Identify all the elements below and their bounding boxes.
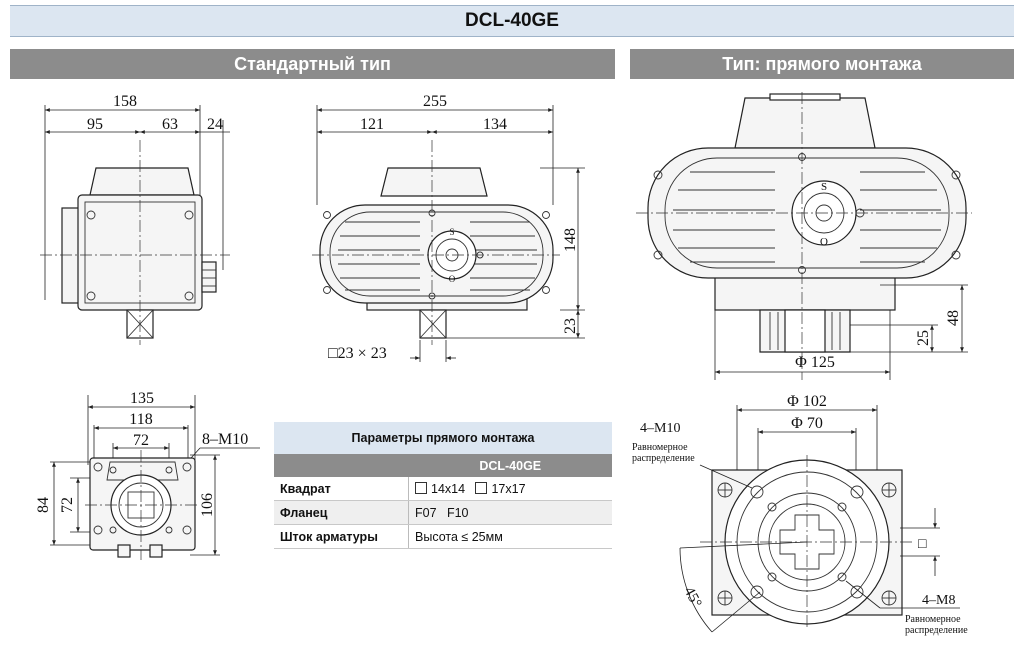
- section-header-standard: Стандартный тип: [10, 49, 615, 79]
- dim-158: 158: [113, 93, 137, 110]
- dim-square-symbol: □: [918, 537, 927, 552]
- dim-48: 48: [945, 310, 962, 326]
- square-option-2: 17x17: [491, 481, 526, 496]
- row-key: Фланец: [274, 500, 409, 525]
- dim-63: 63: [162, 116, 178, 133]
- dim-95: 95: [87, 116, 103, 133]
- view-side-standard: 158 95 63 24: [40, 93, 230, 345]
- dim-23: 23: [562, 318, 579, 334]
- dim-4-m10: 4–M10: [640, 421, 680, 436]
- dim-72-h: 72: [133, 432, 149, 449]
- dim-84: 84: [35, 497, 52, 513]
- dim-106: 106: [199, 493, 216, 517]
- knob-o-label-direct: O: [820, 236, 828, 248]
- view-front-standard: 255 121 134 148 23 S O: [312, 93, 585, 362]
- dim-8-m10: 8–M10: [202, 431, 248, 448]
- table-row-square: Квадрат 14x14 17x17: [274, 477, 612, 501]
- dim-24: 24: [207, 116, 223, 133]
- square-option-1: 14x14: [431, 481, 466, 496]
- view-bottom-standard: 135 118 72 8–M10 84 72 106: [35, 390, 260, 560]
- dim-45-deg: 45°: [680, 584, 704, 610]
- table-row-stem: Шток арматуры Высота ≤ 25мм: [274, 524, 612, 549]
- section-header-direct: Тип: прямого монтажа: [630, 49, 1014, 79]
- checkbox-icon: [415, 481, 427, 494]
- knob-o-label: O: [449, 274, 456, 284]
- dim-phi-125: Φ 125: [795, 354, 835, 371]
- table-title: Параметры прямого монтажа: [274, 422, 612, 454]
- table-column-header: DCL-40GE: [408, 454, 612, 477]
- knob-s-label-direct: S: [821, 181, 827, 193]
- dim-134: 134: [483, 116, 507, 133]
- row-key: Шток арматуры: [274, 524, 409, 549]
- row-key: Квадрат: [274, 477, 409, 501]
- dim-121: 121: [360, 116, 384, 133]
- view-front-direct: S O 48 25 Φ 125: [636, 92, 972, 380]
- dim-255: 255: [423, 93, 447, 110]
- dim-118: 118: [129, 411, 152, 428]
- dim-148: 148: [562, 228, 579, 252]
- dim-phi-102: Φ 102: [787, 393, 827, 410]
- row-value: F07 F10: [408, 500, 612, 525]
- dim-4-m8: 4–M8: [922, 593, 955, 608]
- checkbox-icon: [475, 481, 488, 494]
- page-title: DCL-40GE: [10, 5, 1014, 37]
- row-value: Высота ≤ 25мм: [408, 524, 612, 549]
- dim-25: 25: [915, 330, 932, 346]
- table-row-flange: Фланец F07 F10: [274, 500, 612, 525]
- knob-s-label: S: [449, 227, 454, 237]
- dim-72-v: 72: [59, 497, 76, 513]
- direct-mount-params-table: Параметры прямого монтажа DCL-40GE Квадр…: [274, 422, 612, 549]
- dim-phi-70: Φ 70: [791, 415, 823, 432]
- dim-square-23: □23 × 23: [328, 345, 387, 362]
- dim-135: 135: [130, 390, 154, 407]
